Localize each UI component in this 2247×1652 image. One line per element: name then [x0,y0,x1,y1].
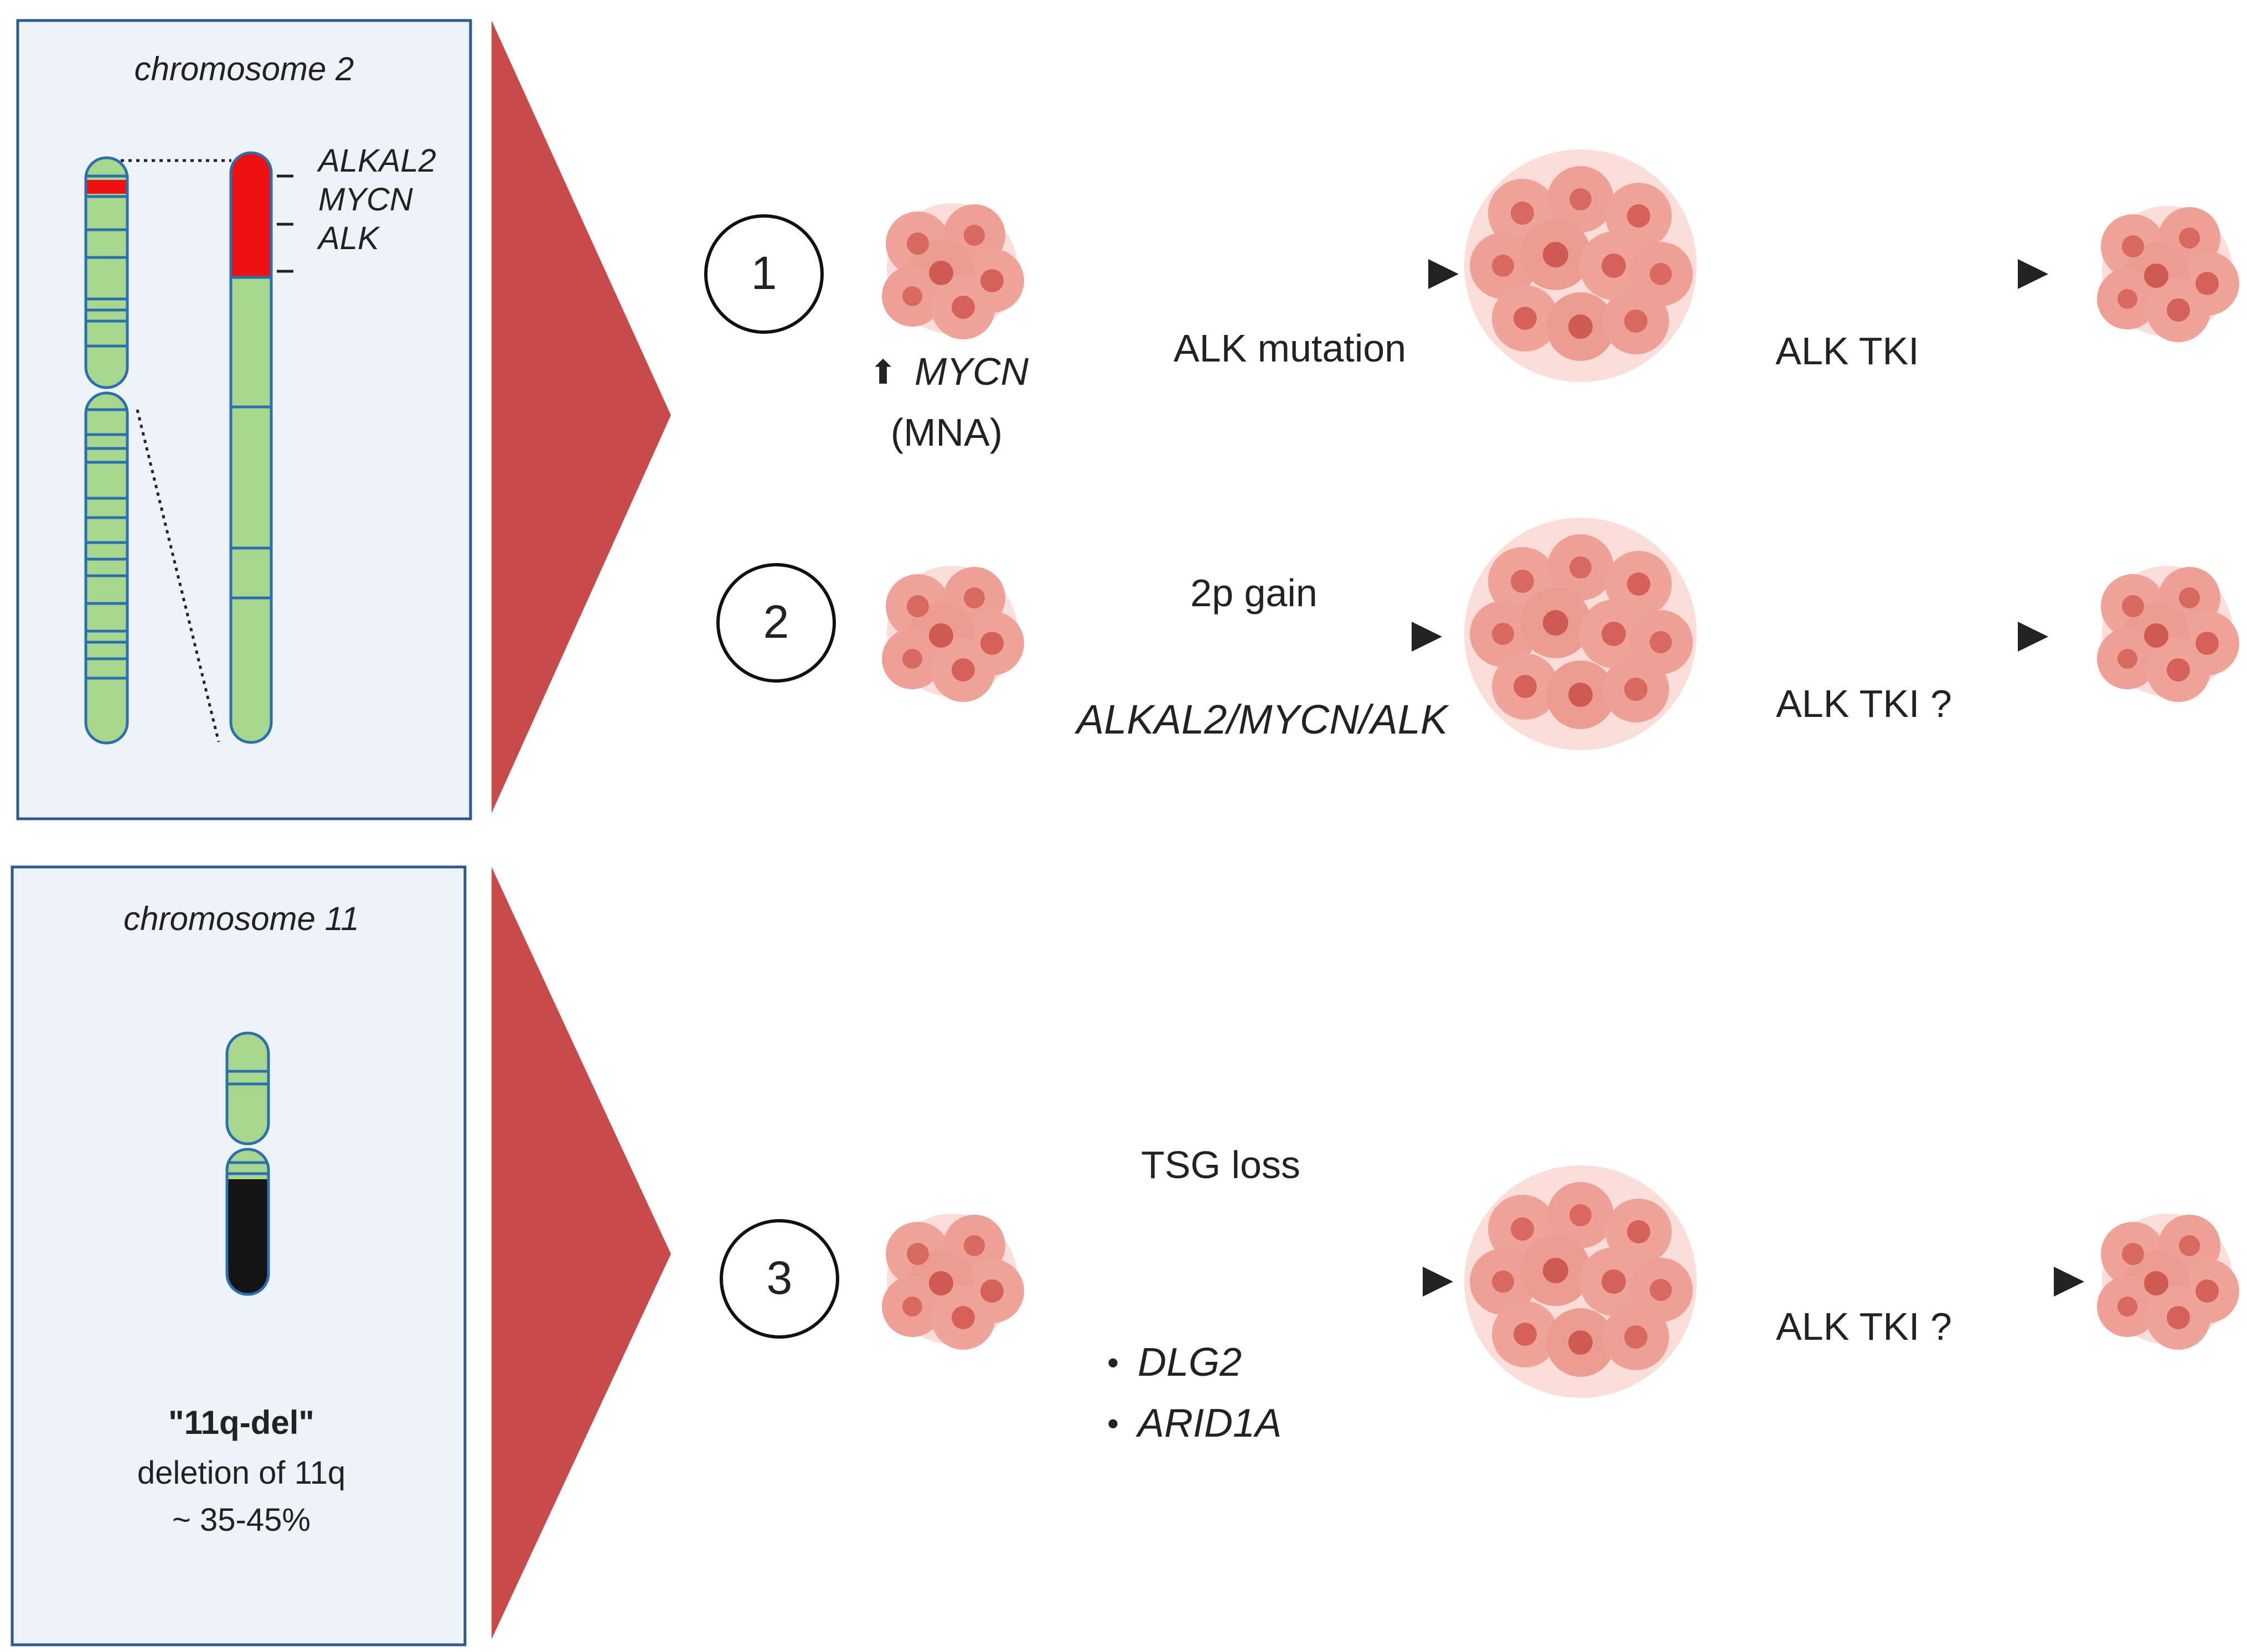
pathway-2-arrow-1-label-bottom: ALKAL2/MYCN/ALK [1075,696,1450,742]
pathway-3-arrow-2-label: ALK TKI ? [1776,1305,1952,1348]
gene-label-mycn: MYCN [318,182,413,218]
cell-cluster-3-end [2097,1214,2239,1350]
pathway-1-mna-label: (MNA) [891,411,1003,454]
chromosome-2p-enlarged: ALKAL2 MYCN ALK [229,143,436,744]
pathway-2-arrowhead-1 [1412,622,1442,652]
panel-chromosome-11: chromosome 11 "11q-del" deletion of 11q … [11,865,467,1646]
cell-cluster-1-end [2097,206,2239,342]
wedge-top [492,20,671,813]
pathway-3-bullet-2: ARID1A [1135,1401,1282,1446]
pathway-1-mycn-label: MYCN [915,350,1029,393]
chromosome-11-drawing [225,1031,270,1296]
chromosome-2-title: chromosome 2 [135,50,354,87]
caption-frequency: ~ 35-45% [172,1502,311,1538]
chromosome-2-small [84,156,129,745]
pathway-2-number: 2 [763,596,789,648]
pathway-1-number-circle [704,214,824,334]
cell-cluster-3-mid [1464,1165,1697,1398]
pathway-3-bullet-2-dot: • [1107,1405,1119,1442]
pathway-2-arrow-2-label: ALK TKI ? [1776,682,1952,725]
wedge-bottom [492,867,671,1639]
pathway-1-up-arrow: ⬆ [869,354,897,391]
pathway-1-arrow-1-label: ALK mutation [1174,327,1406,370]
caption-deletion-of-11q: deletion of 11q [137,1455,345,1491]
pathway-2-number-circle [716,563,836,683]
caption-11q-del: "11q-del" [168,1404,314,1441]
pathway-3-arrowhead-1 [1423,1267,1453,1297]
pathway-3: 3 TSG loss • DLG2 • ARID1A ALK TKI ? [720,1143,2239,1446]
cell-cluster-1-mid [1464,149,1697,382]
pathway-2: 2 2p gain ALKAL2/MYCN/ALK ALK TKI ? [716,518,2239,750]
cell-cluster-2-mid [1464,518,1697,750]
cell-cluster-2-start [882,566,1024,702]
pathway-1: 1 ⬆ MYCN (MNA) ALK mutation ALK TKI [704,149,2239,454]
deletion-region-11q [227,1179,268,1294]
pathway-2-arrowhead-2 [2018,622,2048,652]
pathway-3-arrow-1-label-top: TSG loss [1141,1143,1300,1186]
pathway-3-number-circle [720,1219,839,1339]
pathway-3-bullet-1-dot: • [1107,1344,1119,1381]
gene-label-alk: ALK [317,220,380,256]
pathway-1-arrowhead-1 [1428,259,1459,289]
pathway-3-number: 3 [767,1252,793,1304]
pathway-1-arrowhead-2 [2018,259,2048,289]
pathway-3-bullet-1: DLG2 [1138,1340,1242,1385]
cell-cluster-2-end [2097,566,2239,702]
zoom-line-bottom [136,409,220,742]
pathway-3-arrowhead-2 [2054,1267,2084,1297]
cell-cluster-1-start [882,203,1024,339]
pathway-1-arrow-2-label: ALK TKI [1775,329,1919,373]
pathway-1-number: 1 [751,247,777,299]
panel-chromosome-2: chromosome 2 [16,19,472,820]
gene-label-alkal2: ALKAL2 [317,143,436,179]
cell-cluster-3-start [882,1214,1024,1350]
pathway-2-arrow-1-label-top: 2p gain [1190,571,1318,615]
chromosome-11-title: chromosome 11 [123,900,359,937]
